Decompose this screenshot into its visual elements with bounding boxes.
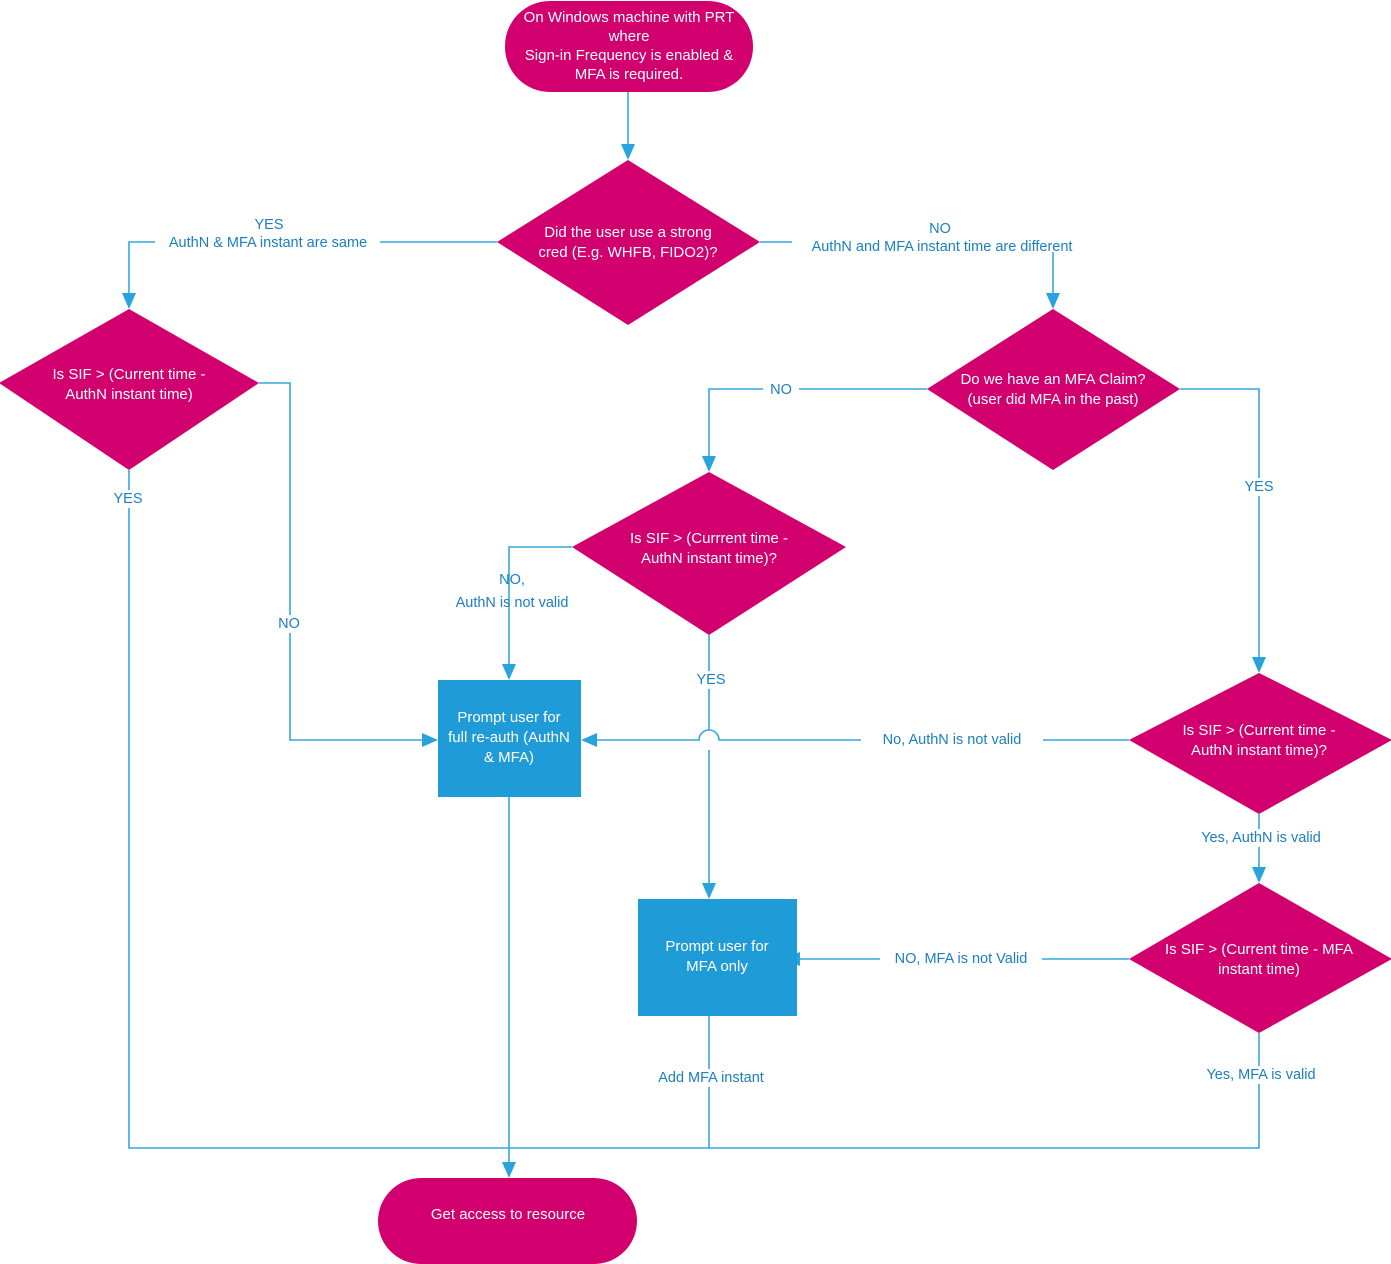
edge-label-add-mfa-instant-backdrop [645,1069,777,1087]
edge-sif-authn-right-no [594,729,1129,741]
edge-label-yes-same-line-2: AuthN & MFA instant are same [169,235,367,251]
node-mfa-claim-line-1: Do we have an MFA Claim? [960,371,1145,388]
node-sif-mfa-right-shape [1129,883,1391,1033]
edge-label-no-different-line-2: AuthN and MFA instant time are different [812,239,1073,255]
edge-left-diamond-no [259,382,425,741]
arrowhead-start-to-strong-cred [621,144,635,160]
edge-label-right-yes-mfa-backdrop [1196,1066,1326,1084]
node-sif-mfa-right-line-1: Is SIF > (Current time - MFA [1165,941,1353,958]
node-sif-authn-middle-line-1: Is SIF > (Currrent time - [630,530,788,547]
node-start[interactable]: On Windows machine with PRT where Sign-i… [505,1,753,92]
edge-sif-mfa-right-yes [508,1033,1260,1149]
edge-label-left-yes-backdrop [108,490,148,508]
edge-label-right-no-mfa-backdrop [880,950,1042,968]
node-start-line-2: where [608,28,650,45]
edge-label-claim-no: NO [770,382,792,398]
edge-mfa-claim-no [708,388,927,459]
edge-label-left-no: NO [278,616,300,632]
node-mfa-claim-shape [927,309,1180,470]
node-start-line-3: Sign-in Frequency is enabled & [525,47,733,64]
node-prompt-full-reauth[interactable]: Prompt user for full re-auth (AuthN & MF… [438,680,581,797]
edge-label-no-different-backdrop [792,233,1092,252]
arrowhead-middle-diamond-yes [702,883,716,899]
edges-layer [122,92,1266,1178]
arrowhead-left-diamond-no [422,733,438,747]
node-strong-cred-line-2: cred (E.g. WHFB, FIDO2)? [538,244,717,261]
node-sif-authn-left[interactable]: Is SIF > (Current time - AuthN instant t… [0,309,259,470]
edge-label-claim-yes-backdrop [1238,478,1280,496]
edge-label-right-yes-authn-backdrop [1190,829,1332,847]
node-prompt-mfa-only-shape [638,899,797,1016]
arrowhead-mfa-claim-yes [1252,657,1266,673]
node-get-access[interactable]: Get access to resource [378,1178,637,1264]
node-sif-authn-middle-shape [572,472,846,635]
edge-middle-diamond-no [508,546,572,667]
edge-label-yes-same-line-1: YES [254,217,283,233]
node-sif-authn-left-shape [0,309,259,470]
node-prompt-full-reauth-shape [438,680,581,797]
node-prompt-full-reauth-line-3: & MFA) [484,749,534,766]
node-get-access-label: Get access to resource [431,1206,585,1223]
edge-label-left-yes: YES [113,491,142,507]
arrowhead-middle-diamond-no [502,664,516,680]
edge-labels-layer: YES AuthN & MFA instant are same NO Auth… [108,217,1332,1087]
node-prompt-full-reauth-line-2: full re-auth (AuthN [448,729,570,746]
node-get-access-shape [378,1178,637,1264]
edge-label-middle-no-line-1: NO, [499,572,525,588]
edge-label-claim-no-backdrop [763,381,799,399]
node-sif-authn-left-line-1: Is SIF > (Current time - [53,366,206,383]
node-sif-authn-right[interactable]: Is SIF > (Current time - AuthN instant t… [1129,673,1391,814]
arrowhead-strong-cred-no [1046,293,1060,309]
node-prompt-full-reauth-line-1: Prompt user for [457,709,560,726]
node-sif-authn-middle-line-2: AuthN instant time)? [641,550,777,567]
node-sif-mfa-right[interactable]: Is SIF > (Current time - MFA instant tim… [1129,883,1391,1033]
node-start-line-4: MFA is required. [575,66,683,83]
arrowhead-strong-cred-yes [122,293,136,309]
edge-label-add-mfa-instant: Add MFA instant [658,1070,764,1086]
node-start-line-1: On Windows machine with PRT [524,9,735,26]
node-sif-authn-right-line-1: Is SIF > (Current time - [1183,722,1336,739]
node-sif-authn-right-line-2: AuthN instant time)? [1191,742,1327,759]
edge-label-right-no-authn: No, AuthN is not valid [883,732,1022,748]
node-mfa-claim-line-2: (user did MFA in the past) [968,391,1139,408]
node-strong-cred-line-1: Did the user use a strong [544,224,712,241]
edge-label-no-different-line-1: NO [929,221,951,237]
edge-label-right-yes-authn: Yes, AuthN is valid [1201,830,1321,846]
edge-label-left-no-backdrop [271,615,307,633]
edge-label-right-no-authn-backdrop [861,731,1043,749]
node-sif-authn-left-line-2: AuthN instant time) [65,386,193,403]
edge-label-middle-yes-backdrop [690,671,732,689]
arrowhead-sif-authn-right-no [581,733,597,747]
edge-left-diamond-yes [128,470,508,1149]
edge-mfa-claim-yes [1180,388,1260,660]
node-prompt-mfa-only-line-2: MFA only [686,958,748,975]
edge-label-yes-same-backdrop [155,233,380,252]
arrowhead-full-reauth-to-access [502,1162,516,1178]
node-start-shape [505,1,753,92]
node-mfa-claim[interactable]: Do we have an MFA Claim? (user did MFA i… [927,309,1180,470]
edge-label-right-yes-mfa: Yes, MFA is valid [1206,1067,1315,1083]
node-prompt-mfa-only-line-1: Prompt user for [665,938,768,955]
node-sif-authn-middle[interactable]: Is SIF > (Currrent time - AuthN instant … [572,472,846,635]
node-prompt-mfa-only[interactable]: Prompt user for MFA only [638,899,797,1016]
node-strong-cred[interactable]: Did the user use a strong cred (E.g. WHF… [497,160,760,325]
node-strong-cred-shape [497,160,760,325]
edge-label-middle-no-line-2: AuthN is not valid [456,595,569,611]
arrowhead-mfa-claim-no [702,456,716,472]
arrowhead-sif-authn-right-yes [1252,867,1266,883]
edge-label-claim-yes: YES [1244,479,1273,495]
edge-label-right-no-mfa: NO, MFA is not Valid [895,951,1028,967]
node-sif-mfa-right-line-2: instant time) [1218,961,1300,978]
edge-label-middle-yes: YES [696,672,725,688]
node-sif-authn-right-shape [1129,673,1391,814]
